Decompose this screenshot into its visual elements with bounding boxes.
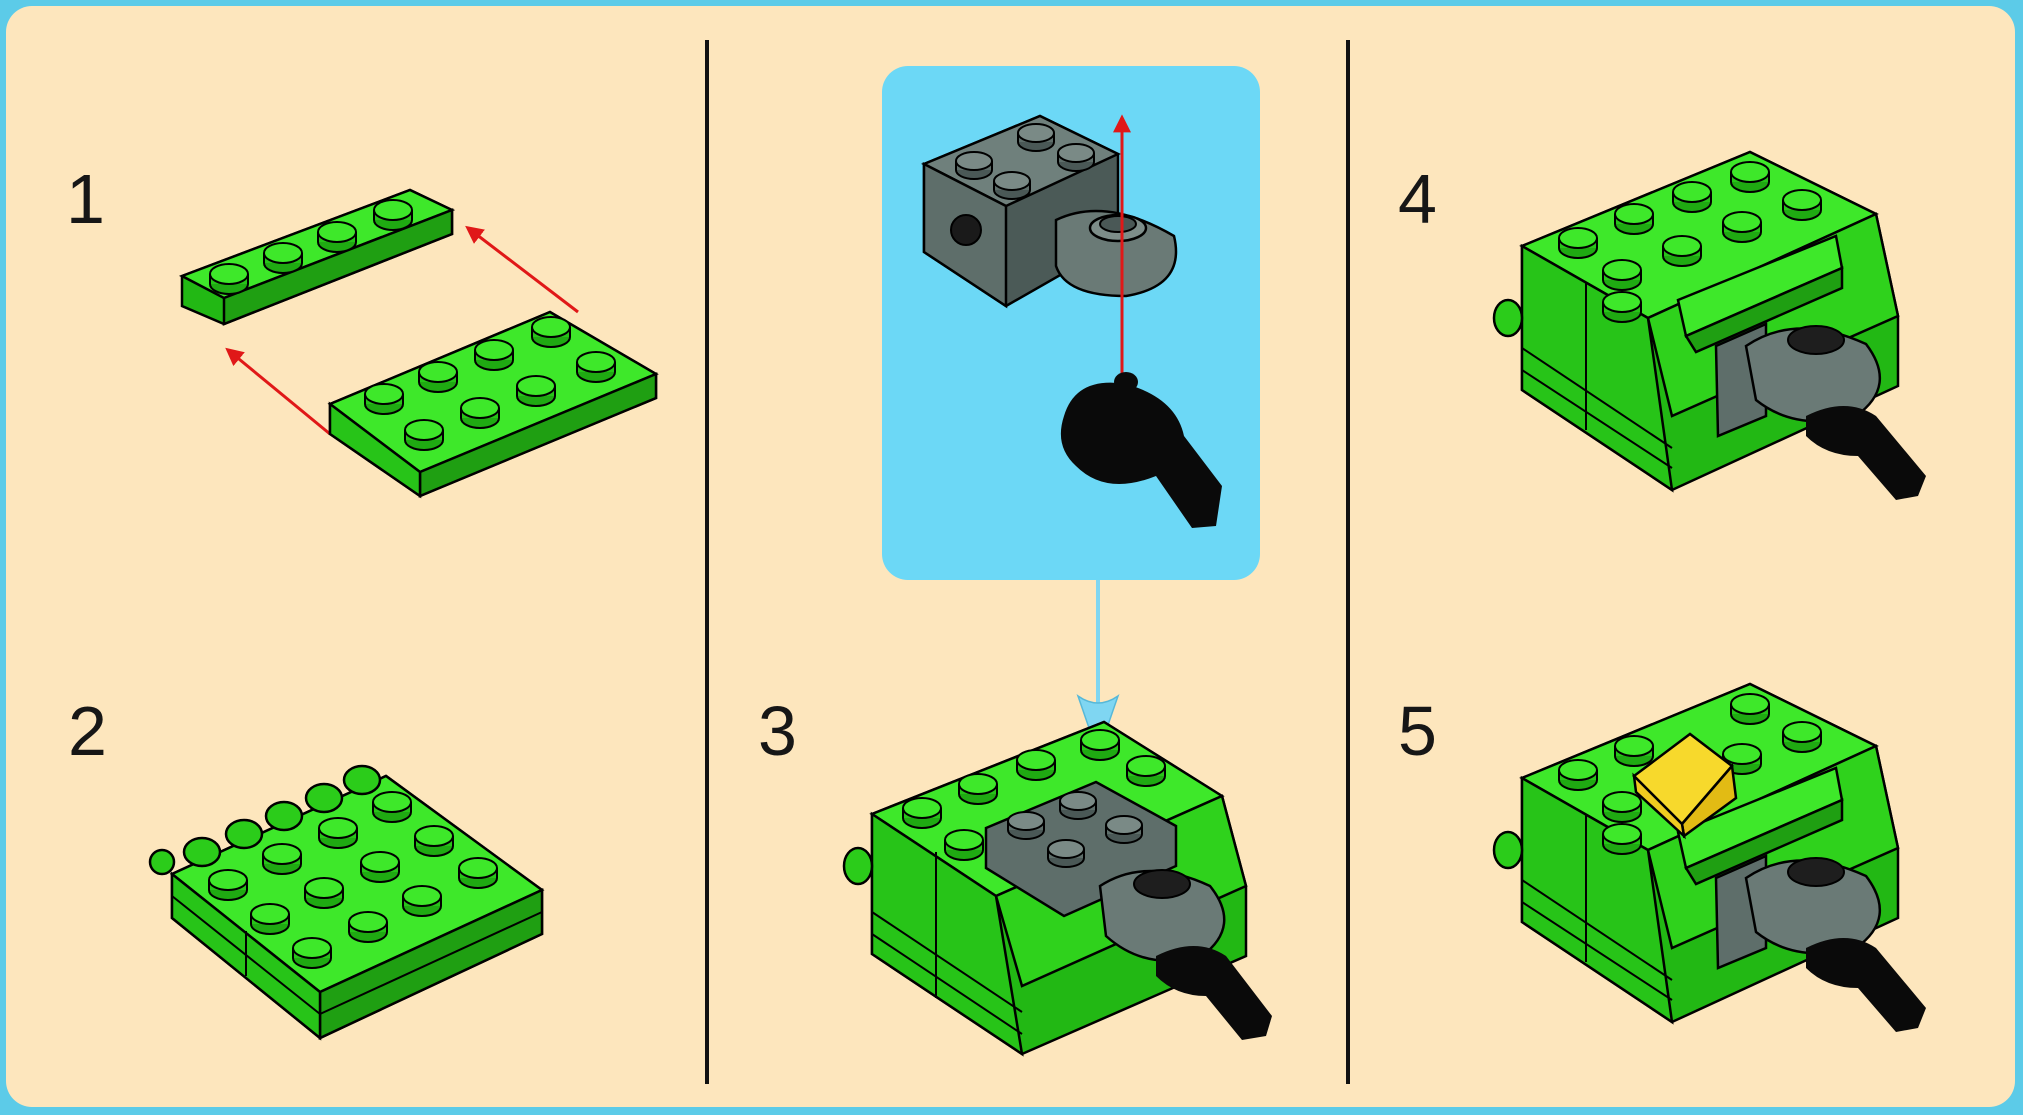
instruction-page: 1 2 3 4 5 — [6, 6, 2015, 1107]
step-5-illustration — [1494, 684, 1926, 1032]
callout-illustration — [924, 116, 1222, 528]
step-4-illustration — [1494, 152, 1926, 500]
step-3-illustration — [844, 722, 1272, 1054]
step-2-illustration — [150, 766, 542, 1038]
assembly-illustrations — [6, 6, 2015, 1107]
step-1-illustration — [182, 190, 656, 496]
